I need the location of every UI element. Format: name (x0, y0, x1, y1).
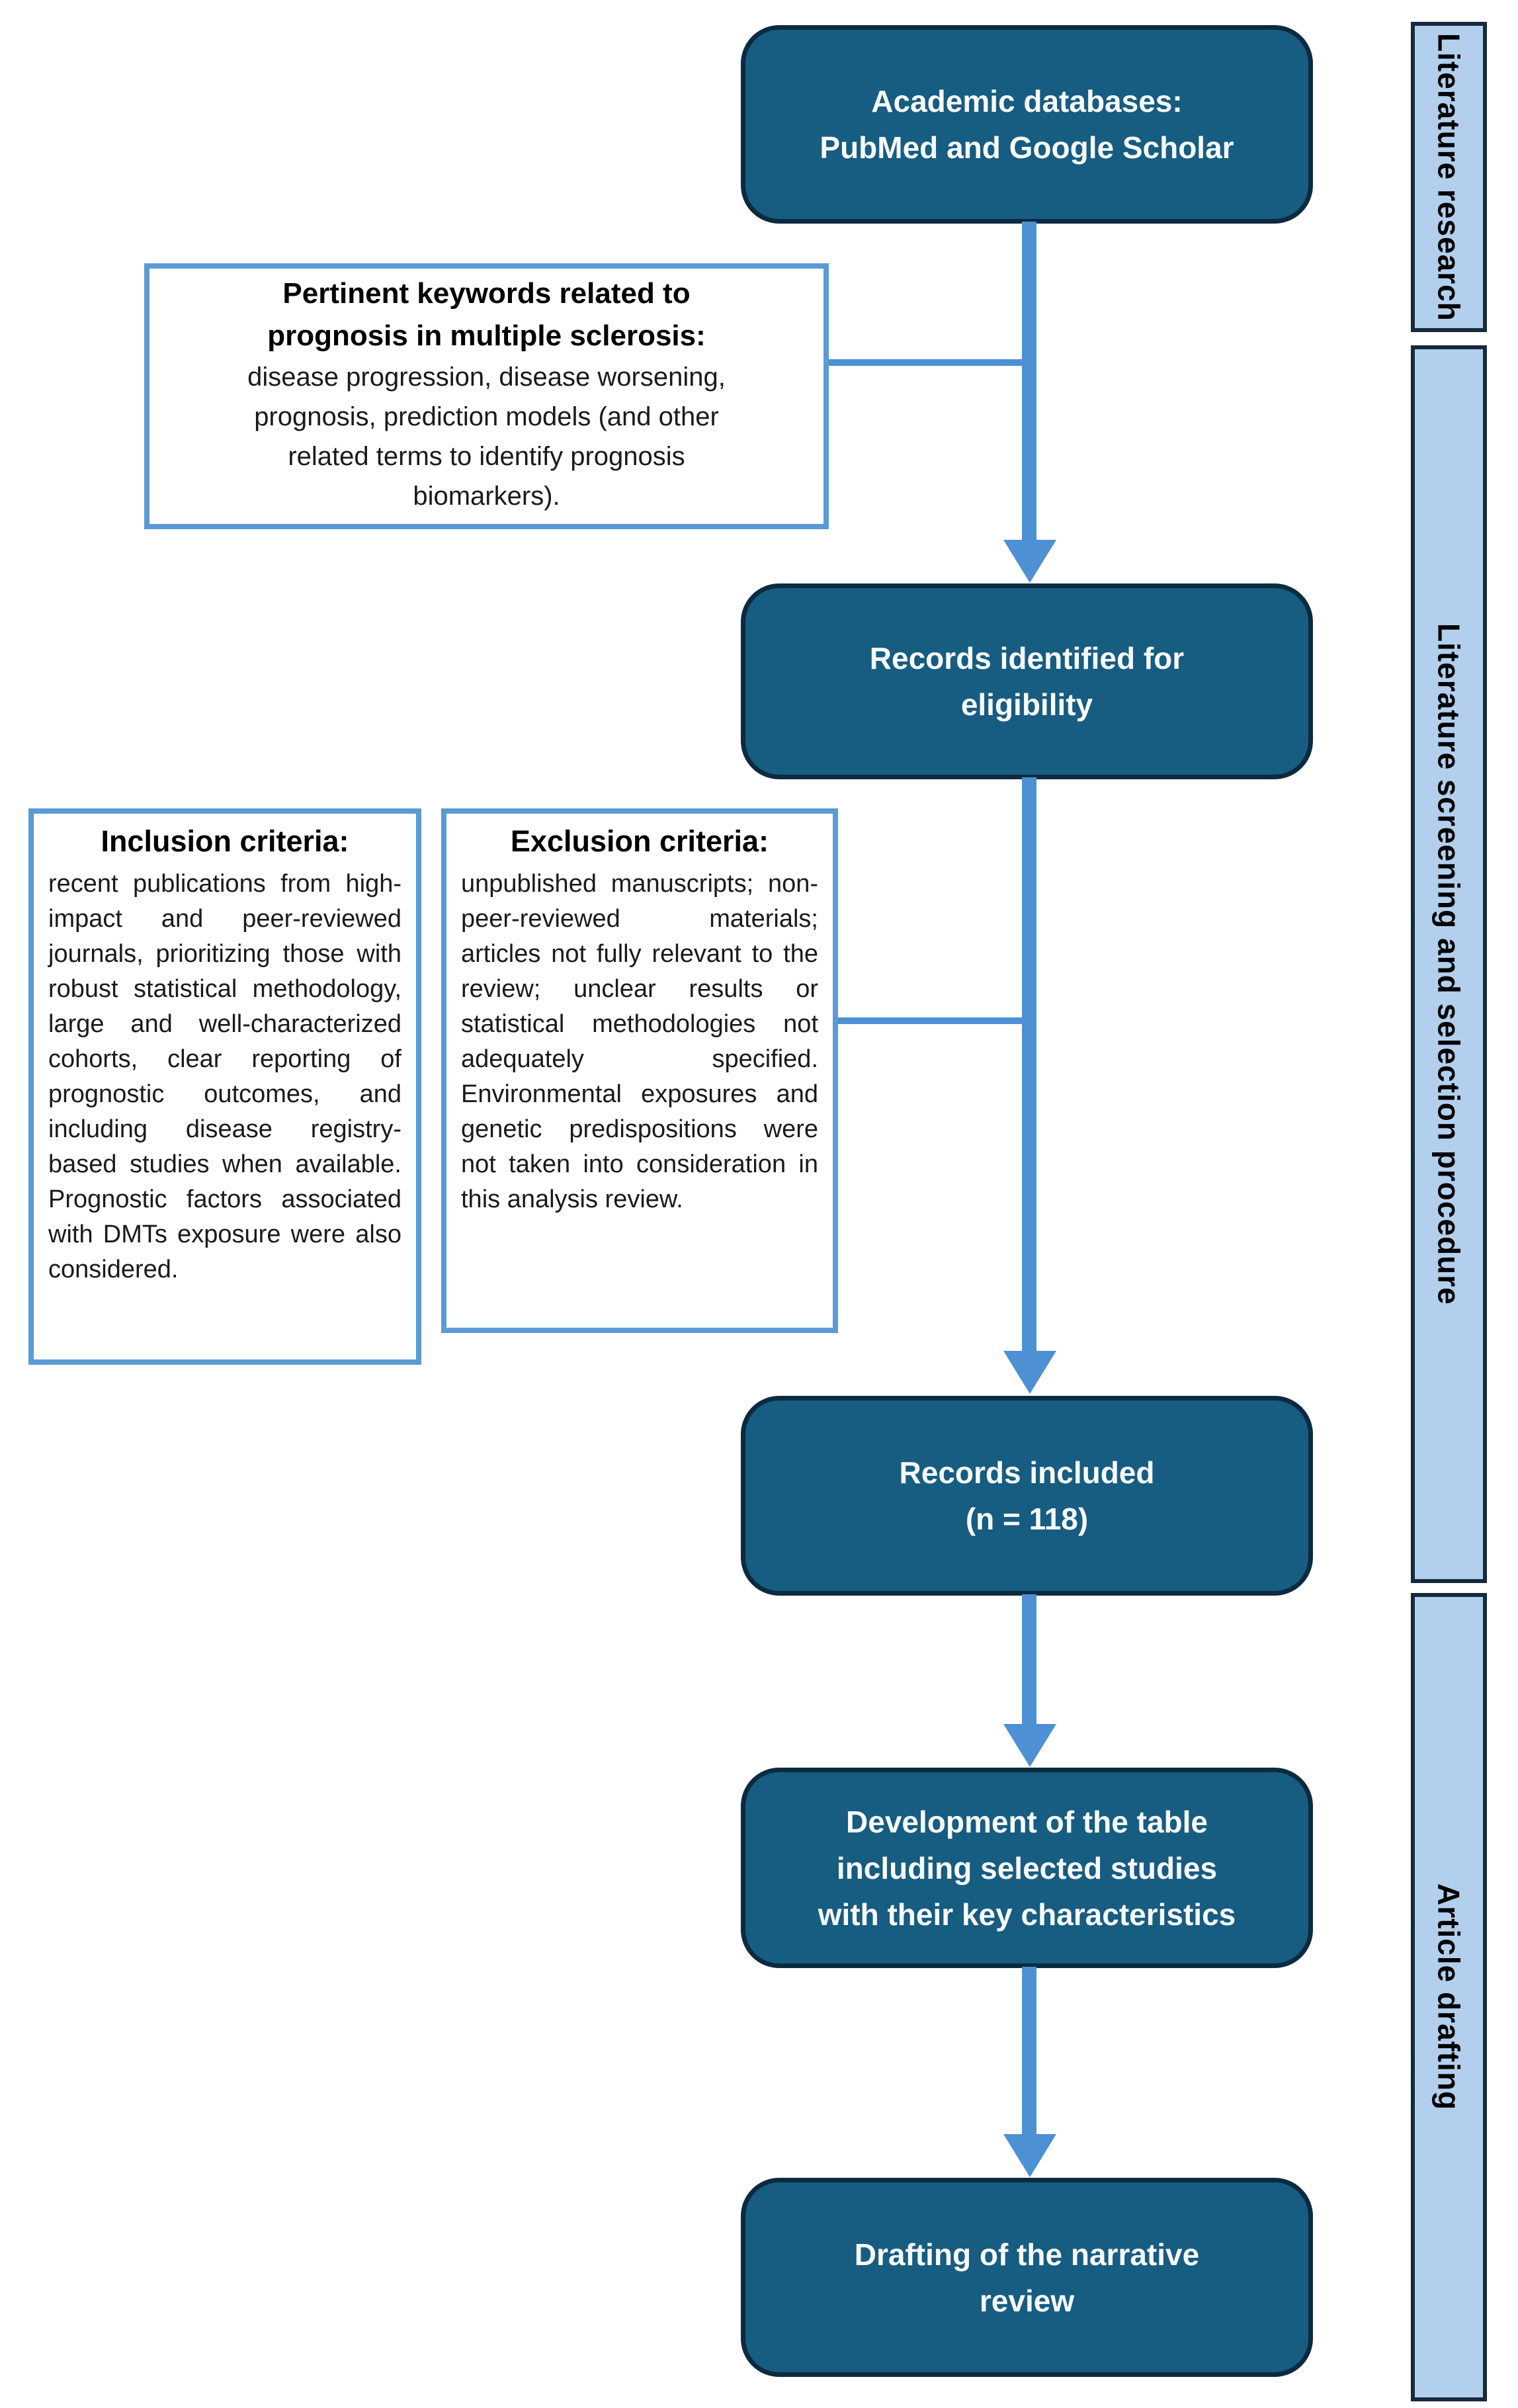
development-table-line: including selected studies (836, 1850, 1218, 1885)
exclusion-criteria-title: Exclusion criteria: (510, 824, 769, 858)
keywords-body-line: related terms to identify prognosis (288, 442, 685, 471)
exclusion-connector-line (838, 1017, 1029, 1024)
phase-bar-literature-screening: Literature screening and selection proce… (1411, 345, 1487, 1583)
records-identified-box: Records identified for eligibility (741, 583, 1313, 779)
records-identified-line: eligibility (960, 687, 1093, 722)
phase-bar-label: Literature research (1431, 32, 1466, 322)
phase-bar-label: Article drafting (1431, 1883, 1466, 2111)
keywords-body-line: disease progression, disease worsening, (247, 363, 726, 392)
arrow-top-to-identified-shaft (1022, 222, 1036, 540)
phase-bar-label: Literature screening and selection proce… (1431, 623, 1466, 1305)
arrow-down-icon (1003, 1351, 1056, 1394)
arrow-development-to-drafting-shaft (1022, 1967, 1036, 2134)
arrow-identified-to-included-shaft (1022, 777, 1036, 1351)
arrow-included-to-development-shaft (1022, 1594, 1036, 1724)
drafting-review-line: Drafting of the narrative (854, 2237, 1200, 2272)
drafting-review-line: review (979, 2283, 1075, 2318)
development-table-box: Development of the table including selec… (741, 1768, 1313, 1968)
keywords-title-line: Pertinent keywords related to (282, 277, 691, 310)
inclusion-criteria-title: Inclusion criteria: (101, 824, 349, 858)
phase-bar-literature-research: Literature research (1411, 22, 1487, 332)
exclusion-criteria-box: Exclusion criteria: unpublished manuscri… (441, 808, 838, 1333)
development-table-line: Development of the table (846, 1804, 1208, 1839)
records-included-box: Records included (n = 118) (741, 1396, 1313, 1596)
keywords-connector-line (829, 359, 1029, 366)
academic-databases-box: Academic databases: PubMed and Google Sc… (741, 25, 1313, 224)
keywords-title-line: prognosis in multiple sclerosis: (267, 320, 706, 352)
arrow-down-icon (1003, 2134, 1056, 2177)
records-included-line: Records included (899, 1455, 1155, 1490)
inclusion-criteria-body: recent publications from high-impact and… (48, 870, 401, 1283)
drafting-review-box: Drafting of the narrative review (741, 2178, 1313, 2377)
records-included-count: (n = 118) (965, 1502, 1089, 1536)
arrow-down-icon (1003, 1724, 1056, 1767)
keywords-box: Pertinent keywords related to prognosis … (144, 263, 829, 529)
academic-databases-line: Academic databases: (871, 84, 1183, 118)
exclusion-criteria-body: unpublished manuscripts; non-peer-review… (461, 870, 818, 1213)
phase-bar-article-drafting: Article drafting (1411, 1593, 1487, 2401)
records-identified-line: Records identified for (869, 641, 1185, 675)
inclusion-criteria-box: Inclusion criteria: recent publications … (28, 808, 421, 1365)
academic-databases-line: PubMed and Google Scholar (820, 130, 1234, 165)
keywords-body-line: biomarkers). (413, 482, 560, 511)
development-table-line: with their key characteristics (818, 1897, 1236, 1932)
keywords-body-line: prognosis, prediction models (and other (254, 402, 719, 431)
arrow-down-icon (1003, 540, 1056, 583)
